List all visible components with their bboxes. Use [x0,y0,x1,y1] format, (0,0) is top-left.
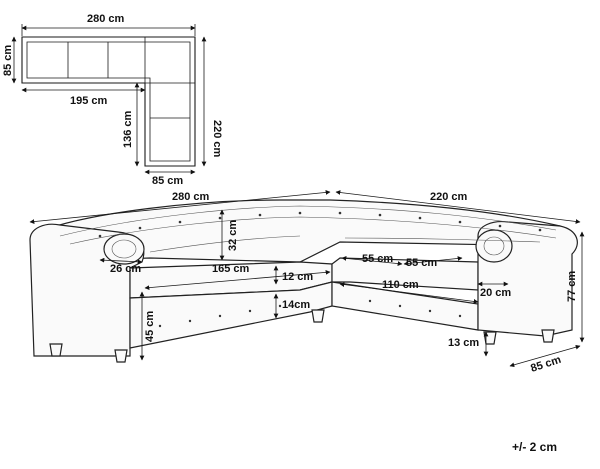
perspective-view: 280 cm 220 cm 32 cm 26 cm 165 cm 12 cm 5… [29,190,585,375]
leg-right [541,329,555,343]
dim-label-top-depth: 85 cm [2,45,14,76]
dim-arrow-seat-right [339,282,479,304]
dim-label-arm-width: 26 cm [110,263,141,275]
dim-label-back-height: 32 cm [227,220,239,251]
skirt-tufting [158,299,462,328]
dim-arrow-depth [509,344,581,368]
dim-label-front-left-length: 280 cm [172,191,210,203]
dim-label-seat-height: 45 cm [144,311,156,342]
dim-arrow-seat-a [341,256,403,266]
top-view-inner-outline [26,41,191,162]
leg-corner [311,309,325,323]
tolerance-note: +/- 2 cm [512,440,558,454]
dim-label-inner-right: 136 cm [122,110,134,148]
dim-label-seat-thickness: 12 cm [282,271,313,283]
dim-label-front-right-length: 220 cm [430,191,468,203]
dim-label-seat-length-left: 165 cm [212,263,250,275]
dim-label-inner-length: 195 cm [70,95,108,107]
leg-front-left [49,343,63,357]
dim-label-total-height: 77 cm [566,271,578,302]
top-view-outline [21,36,196,167]
top-view: 280 cm 85 cm 195 cm 220 cm 136 cm 85 cm [2,13,223,187]
dim-label-seat-length-right: 110 cm [382,279,419,291]
dim-label-arm-width-right: 20 cm [480,287,511,299]
right-arm-scroll-inner [483,236,505,256]
dim-arrow-seat-left [144,269,331,291]
dim-label-bottom-depth: 85 cm [152,175,183,187]
dim-arrow-arm-width [99,257,143,265]
dim-arrow-front-280 [29,190,331,224]
dim-label-right-length: 220 cm [211,120,223,158]
dim-label-leg-height: 13 cm [448,337,479,349]
leg-front-mid [114,349,128,363]
right-arm-scroll [475,229,513,263]
dim-label-seat-a: 55 cm [362,253,393,265]
dim-arrow-front-220 [335,190,581,224]
dim-label-skirt-height: 14cm [282,299,310,311]
dim-arrow-seat-b [403,256,463,266]
left-arm-scroll [103,233,145,265]
dim-label-depth: 85 cm [529,354,563,375]
dim-label-seat-b: 55 cm [406,257,437,269]
dim-label-top-width: 280 cm [87,13,125,25]
